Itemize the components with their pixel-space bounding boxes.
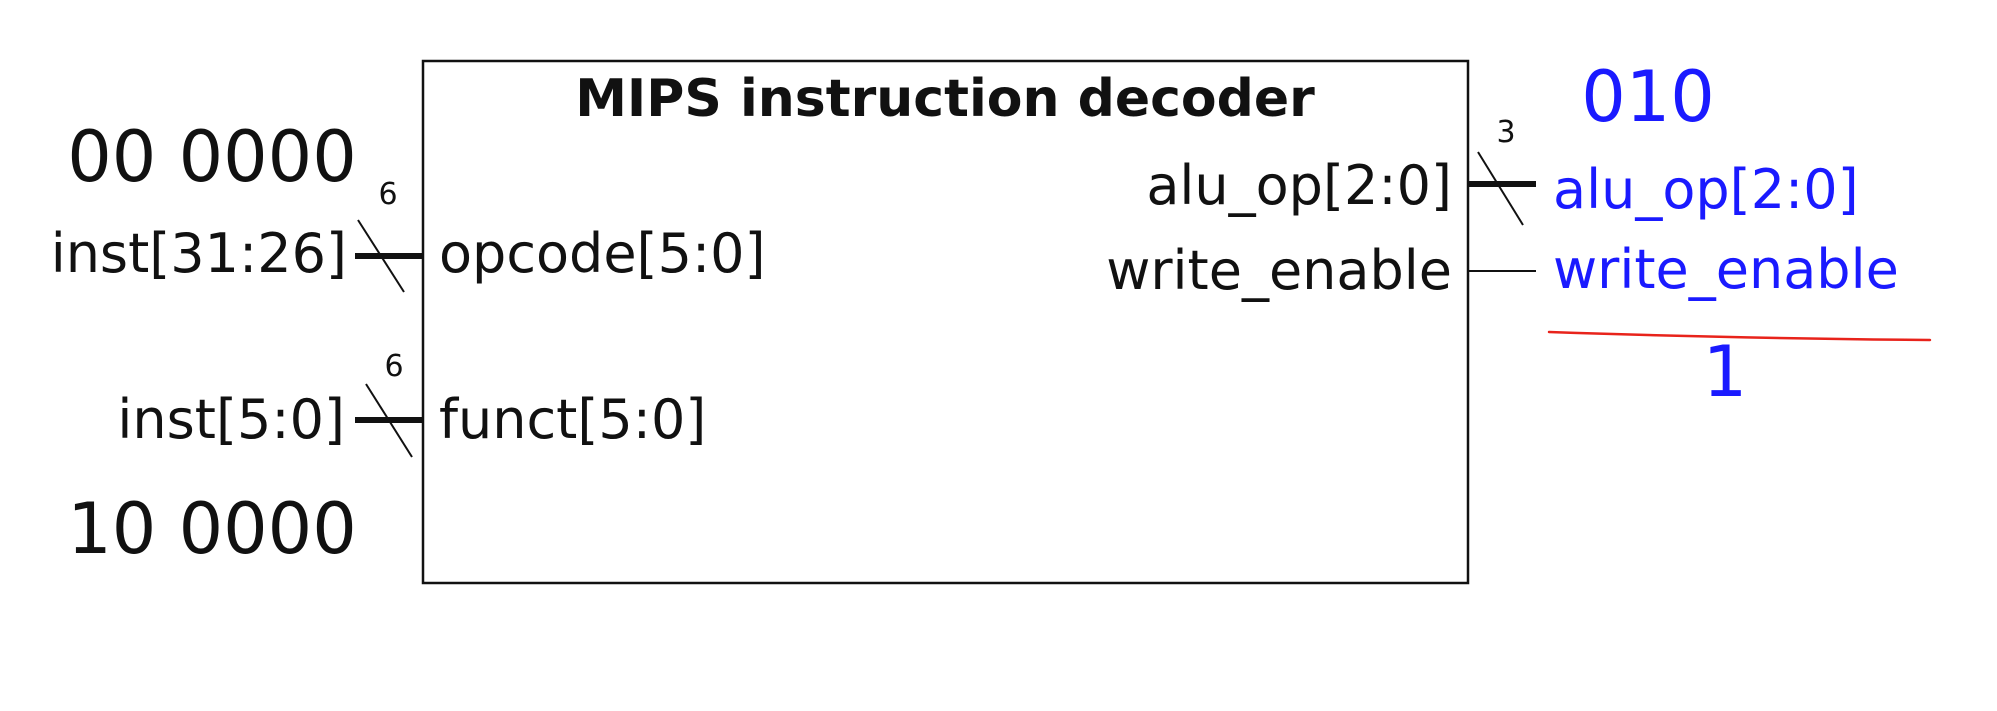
funct-bus-width: 6	[384, 349, 403, 384]
opcode-bus-slash	[357, 219, 405, 293]
block-title: MIPS instruction decoder	[575, 69, 1315, 129]
decoder-block	[421, 59, 1470, 585]
opcode-value: 00 0000	[67, 116, 356, 198]
alu-op-bus-slash	[1477, 151, 1524, 226]
write-enable-red-underline	[1547, 330, 1932, 342]
alu-op-value: 010	[1581, 56, 1715, 138]
alu-op-output-signal: alu_op[2:0]	[1553, 158, 1859, 221]
alu-op-port-label: alu_op[2:0]	[1146, 154, 1452, 217]
alu-op-bus-width: 3	[1496, 115, 1515, 150]
opcode-bus-width: 6	[378, 177, 397, 212]
opcode-input-signal: inst[31:26]	[51, 222, 347, 285]
write-enable-port-label: write_enable	[1106, 239, 1452, 302]
funct-value: 10 0000	[67, 488, 356, 570]
funct-input-signal: inst[5:0]	[117, 388, 345, 451]
funct-port-label: funct[5:0]	[439, 388, 706, 451]
write-enable-value: 1	[1703, 331, 1748, 413]
funct-bus-slash	[365, 383, 413, 458]
opcode-port-label: opcode[5:0]	[439, 222, 766, 285]
write-enable-output-signal: write_enable	[1553, 238, 1899, 301]
